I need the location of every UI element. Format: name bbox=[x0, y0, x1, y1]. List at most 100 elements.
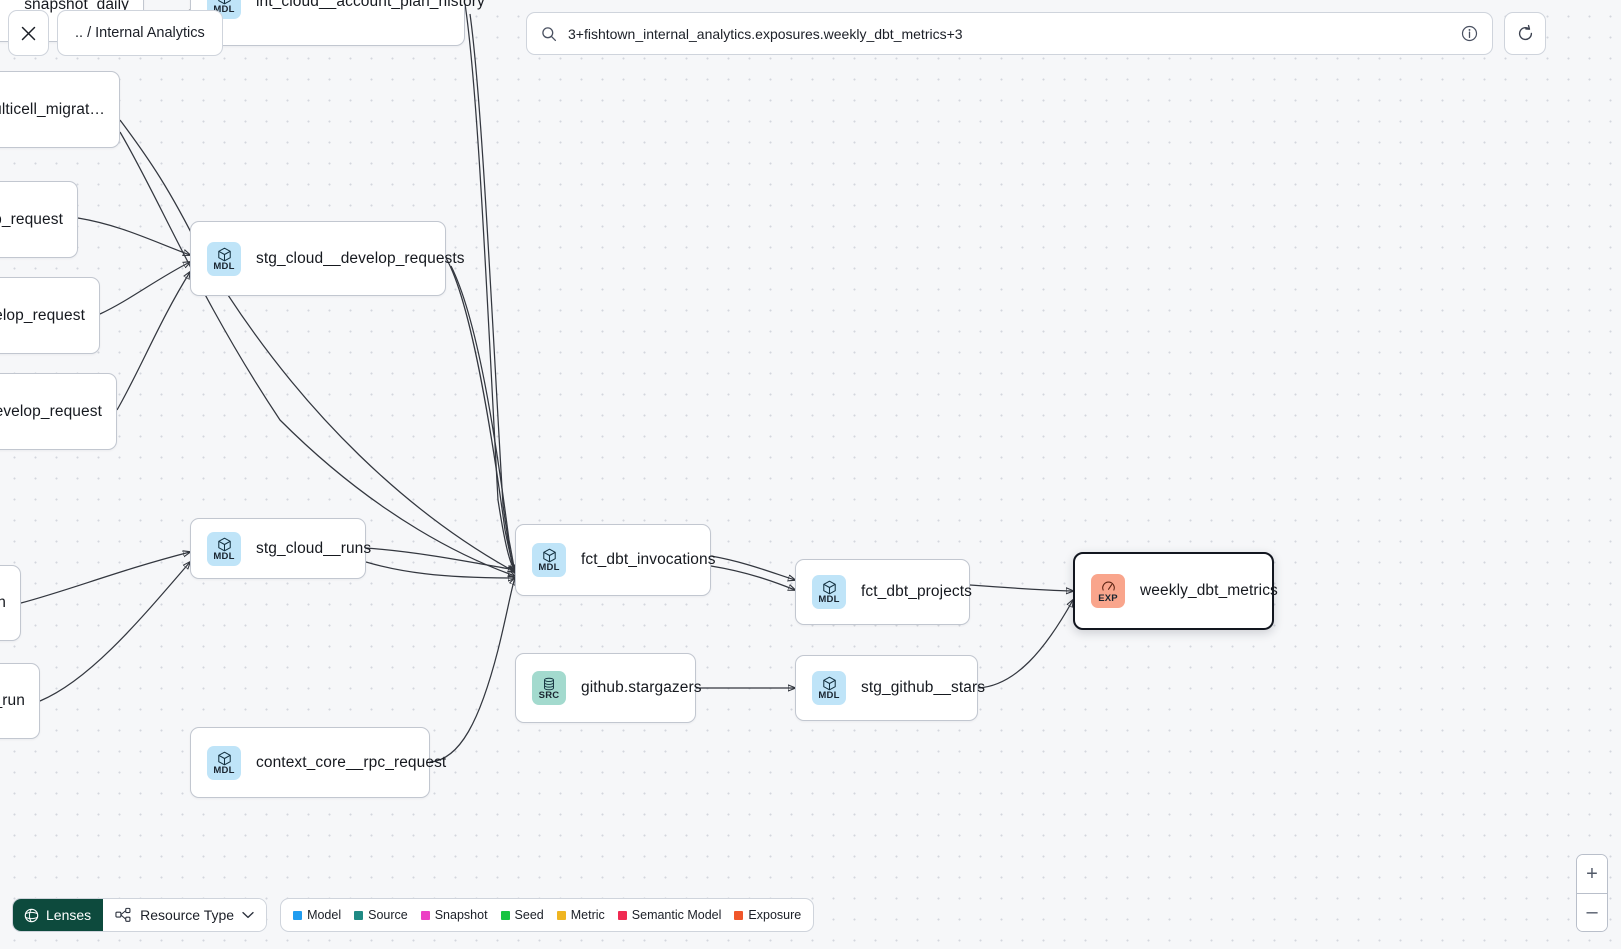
node-type-label: MDL bbox=[213, 260, 235, 272]
node-label: weekly_dbt_metrics bbox=[1140, 582, 1278, 599]
node-type-badge: MDL bbox=[532, 543, 566, 577]
node-label: int_cloud__account_plan_history bbox=[256, 0, 485, 10]
lineage-edge bbox=[710, 555, 795, 580]
cube-icon bbox=[822, 580, 836, 595]
cube-icon bbox=[542, 548, 556, 563]
node-label: _develop_request bbox=[0, 402, 102, 420]
node-label: multicell_migrat… bbox=[0, 100, 105, 118]
top-toolbar: .. / Internal Analytics bbox=[0, 0, 1621, 62]
legend-label: Snapshot bbox=[434, 908, 488, 922]
legend-item[interactable]: Metric bbox=[556, 908, 605, 922]
cube-icon bbox=[217, 751, 231, 765]
legend-item[interactable]: Snapshot bbox=[420, 908, 488, 922]
lineage-edge bbox=[469, 13, 515, 572]
graph-node[interactable]: MDL fct_dbt_invocations bbox=[515, 524, 716, 596]
legend-item[interactable]: Source bbox=[354, 908, 408, 922]
node-type-badge: MDL bbox=[207, 745, 241, 780]
lineage-edge bbox=[119, 119, 515, 572]
close-button[interactable] bbox=[8, 10, 49, 56]
node-label: snapshot_daily bbox=[24, 0, 129, 13]
lineage-edge bbox=[116, 272, 190, 411]
lineage-edge bbox=[969, 584, 1073, 591]
legend-swatch bbox=[617, 910, 627, 920]
legend-swatch bbox=[556, 910, 566, 920]
search-icon bbox=[542, 26, 557, 41]
node-label: _run bbox=[0, 692, 25, 709]
graph-node[interactable]: MDL fct_dbt_projects bbox=[795, 559, 973, 625]
legend-item[interactable]: Model bbox=[293, 908, 341, 922]
node-type-label: MDL bbox=[818, 690, 840, 701]
graph-node[interactable]: _develop_request bbox=[0, 373, 117, 450]
resource-type-legend: Model Source Snapshot Seed Metric Semantic Mo… bbox=[280, 898, 815, 932]
bottom-toolbar: Lenses Resource Type Model Source Snapshot… bbox=[12, 898, 815, 932]
graph-node[interactable]: n bbox=[0, 565, 21, 641]
zoom-in-button[interactable]: + bbox=[1577, 855, 1607, 893]
graph-node[interactable]: MDL stg_github__stars bbox=[795, 655, 985, 721]
search-input[interactable] bbox=[568, 25, 1450, 42]
database-icon bbox=[544, 677, 554, 690]
legend-label: Seed bbox=[514, 908, 544, 922]
node-type-badge: MDL bbox=[207, 241, 241, 276]
lineage-edge bbox=[464, 3, 515, 570]
legend-item[interactable]: Exposure bbox=[734, 908, 801, 922]
graph-node[interactable]: _run bbox=[0, 663, 40, 739]
node-label: fct_dbt_projects bbox=[861, 583, 973, 600]
search-bar[interactable] bbox=[526, 12, 1493, 55]
lineage-edge bbox=[710, 565, 795, 590]
lineage-edge bbox=[365, 547, 515, 570]
node-type-badge: MDL bbox=[812, 671, 846, 705]
lineage-edge bbox=[365, 561, 515, 578]
resource-type-dropdown[interactable]: Resource Type bbox=[103, 899, 267, 931]
lineage-edge bbox=[39, 562, 190, 702]
node-type-label: EXP bbox=[1098, 592, 1118, 604]
lineage-edge bbox=[77, 217, 190, 255]
node-type-label: MDL bbox=[213, 550, 235, 562]
lenses-label: Lenses bbox=[46, 907, 92, 923]
node-label: stg_github__stars bbox=[861, 679, 986, 696]
lineage-edge bbox=[445, 257, 515, 572]
graph-node[interactable]: MDL stg_cloud__runs bbox=[190, 518, 371, 579]
graph-node[interactable]: op_request bbox=[0, 181, 78, 258]
lenses-button[interactable]: Lenses bbox=[13, 899, 104, 931]
lens-icon bbox=[24, 908, 39, 922]
refresh-button[interactable] bbox=[1504, 12, 1546, 55]
legend-swatch bbox=[500, 910, 510, 920]
refresh-icon bbox=[1518, 24, 1532, 41]
legend-label: Model bbox=[307, 908, 342, 922]
lineage-edge bbox=[119, 131, 515, 576]
node-type-label: MDL bbox=[538, 562, 560, 573]
zoom-out-button[interactable]: – bbox=[1577, 893, 1607, 931]
zoom-controls: + – bbox=[1576, 854, 1608, 932]
node-type-badge: MDL bbox=[812, 575, 846, 609]
node-label: velop_request bbox=[0, 306, 85, 324]
node-label: stg_cloud__runs bbox=[256, 539, 372, 557]
breadcrumb-label: .. / Internal Analytics bbox=[75, 25, 205, 41]
info-icon[interactable] bbox=[1461, 25, 1478, 42]
legend-label: Semantic Model bbox=[631, 908, 722, 922]
legend-item[interactable]: Semantic Model bbox=[617, 908, 722, 922]
resource-type-label: Resource Type bbox=[140, 907, 235, 923]
node-label: fct_dbt_invocations bbox=[581, 551, 716, 568]
node-label: n bbox=[0, 594, 6, 611]
node-type-label: SRC bbox=[538, 689, 560, 701]
legend-swatch bbox=[354, 910, 364, 920]
cube-icon bbox=[217, 537, 231, 551]
breadcrumb[interactable]: .. / Internal Analytics bbox=[57, 10, 223, 56]
lineage-edge bbox=[450, 265, 516, 574]
legend-label: Source bbox=[368, 908, 408, 922]
lineage-edge bbox=[977, 600, 1073, 689]
graph-node[interactable]: velop_request bbox=[0, 277, 100, 354]
graph-node[interactable]: EXP weekly_dbt_metrics bbox=[1073, 552, 1278, 630]
cube-icon bbox=[217, 0, 231, 5]
legend-swatch bbox=[293, 910, 303, 920]
legend-item[interactable]: Seed bbox=[500, 908, 544, 922]
lineage-edge bbox=[99, 262, 190, 315]
legend-label: Exposure bbox=[748, 908, 802, 922]
graph-node[interactable]: multicell_migrat… bbox=[0, 71, 120, 148]
